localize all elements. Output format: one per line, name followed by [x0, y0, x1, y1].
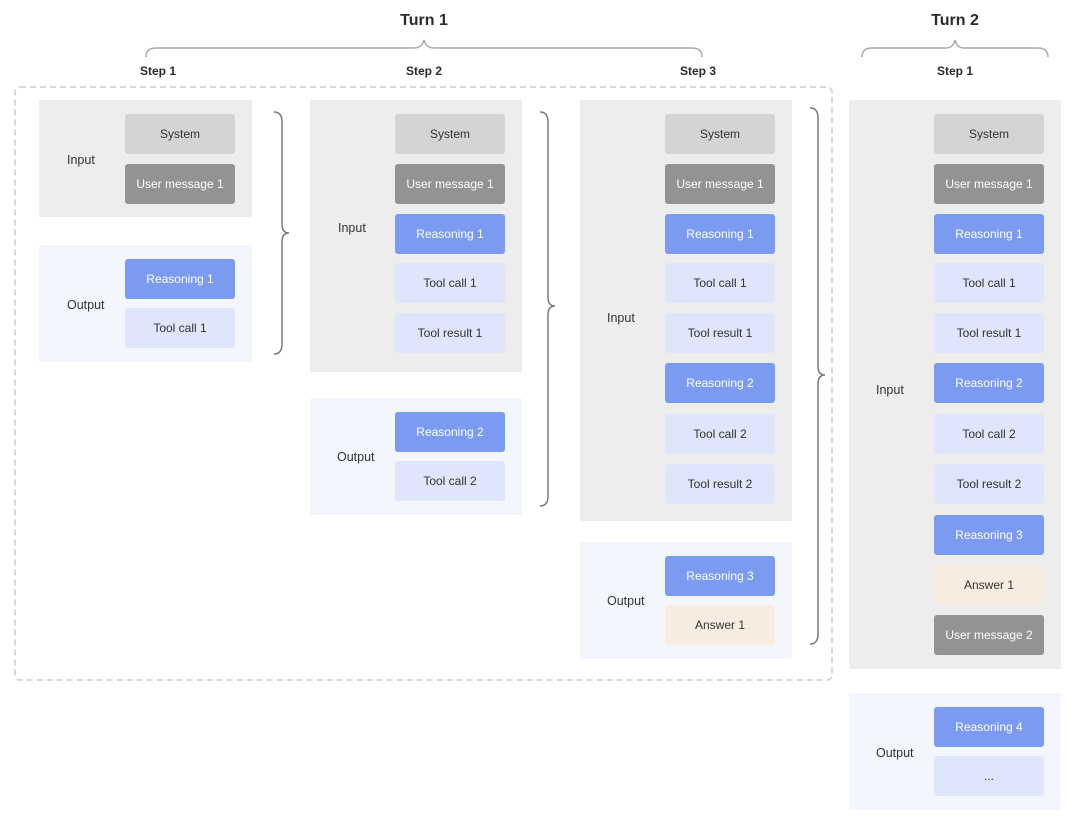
t2-s1-answer-1-chip: Answer 1: [934, 565, 1044, 605]
t1-s3-tool-result-1-chip: Tool result 1: [665, 313, 775, 353]
t2-s1-user-message-2-chip: User message 2: [934, 615, 1044, 655]
brace-step-3-to-turn-2: [809, 107, 826, 645]
turn-1-step-1-title: Step 1: [139, 64, 176, 78]
t1-s3-system-chip: System: [665, 114, 775, 154]
t1-s2-reasoning-1-chip: Reasoning 1: [395, 214, 505, 254]
t1-s1-system-chip: System: [125, 114, 235, 154]
brace-step-2-to-3: [539, 111, 556, 507]
t1-s3-user-message-1-chip: User message 1: [665, 164, 775, 204]
turn-1-step-2-title: Step 2: [405, 64, 442, 78]
t1-s1-user-message-1-chip: User message 1: [125, 164, 235, 204]
t1-s3-reasoning-1-chip: Reasoning 1: [665, 214, 775, 254]
t2-s1-tool-call-1-chip: Tool call 1: [934, 263, 1044, 303]
t1-s1-output-label: Output: [67, 298, 105, 312]
t1-s3-tool-result-2-chip: Tool result 2: [665, 464, 775, 504]
t2-s1-ellipsis-chip: ...: [934, 756, 1044, 796]
t1-s3-reasoning-3-chip: Reasoning 3: [665, 556, 775, 596]
t2-s1-reasoning-4-chip: Reasoning 4: [934, 707, 1044, 747]
t1-s2-input-label: Input: [338, 221, 366, 235]
turn-1-brace: [145, 39, 1049, 58]
t1-s3-input-label: Input: [607, 311, 635, 325]
t2-s1-input-label: Input: [876, 383, 904, 397]
t1-s2-reasoning-2-chip: Reasoning 2: [395, 412, 505, 452]
t1-s3-answer-1-chip: Answer 1: [665, 605, 775, 645]
t1-s3-reasoning-2-chip: Reasoning 2: [665, 363, 775, 403]
t2-s1-reasoning-1-chip: Reasoning 1: [934, 214, 1044, 254]
turn-2-title: Turn 2: [931, 12, 979, 29]
t1-s2-user-message-1-chip: User message 1: [395, 164, 505, 204]
t2-s1-user-message-1-chip: User message 1: [934, 164, 1044, 204]
t1-s2-tool-call-2-chip: Tool call 2: [395, 461, 505, 501]
t1-s1-reasoning-1-chip: Reasoning 1: [125, 259, 235, 299]
t1-s3-tool-call-2-chip: Tool call 2: [665, 414, 775, 454]
t2-s1-reasoning-2-chip: Reasoning 2: [934, 363, 1044, 403]
t1-s3-tool-call-1-chip: Tool call 1: [665, 263, 775, 303]
turn-2-step-1-title: Step 1: [936, 64, 973, 78]
t1-s2-tool-result-1-chip: Tool result 1: [395, 313, 505, 353]
turn-1-title: Turn 1: [400, 12, 448, 29]
t1-s3-output-label: Output: [607, 594, 645, 608]
t1-s1-tool-call-1-chip: Tool call 1: [125, 308, 235, 348]
t2-s1-system-chip: System: [934, 114, 1044, 154]
t2-s1-reasoning-3-chip: Reasoning 3: [934, 515, 1044, 555]
t1-s2-tool-call-1-chip: Tool call 1: [395, 263, 505, 303]
t2-s1-tool-call-2-chip: Tool call 2: [934, 414, 1044, 454]
turn-1-frame: [14, 86, 833, 681]
t2-s1-output-label: Output: [876, 746, 914, 760]
turn-1-step-3-title: Step 3: [679, 64, 716, 78]
t1-s2-output-label: Output: [337, 450, 375, 464]
t2-s1-tool-result-1-chip: Tool result 1: [934, 313, 1044, 353]
t1-s1-input-label: Input: [67, 153, 95, 167]
t1-s2-system-chip: System: [395, 114, 505, 154]
brace-step-1-to-2: [273, 111, 290, 355]
t2-s1-tool-result-2-chip: Tool result 2: [934, 464, 1044, 504]
